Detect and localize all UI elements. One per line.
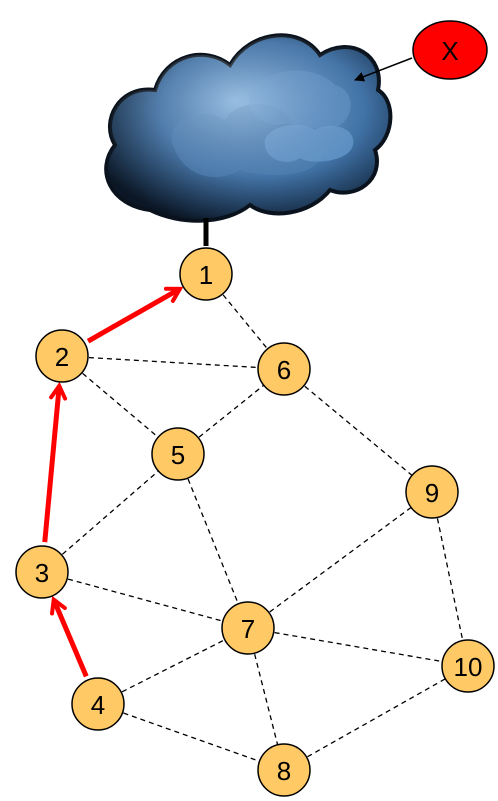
path-arrow-4-3	[50, 595, 89, 678]
link-7-10	[247, 627, 469, 667]
node-label: 4	[91, 690, 105, 720]
node-label: 6	[277, 355, 291, 385]
external-node-x: X	[412, 20, 488, 80]
cloud-icon	[104, 33, 393, 223]
link-3-5	[41, 453, 179, 573]
link-3-7	[41, 571, 249, 629]
link-7-8	[247, 627, 285, 771]
node-label: 1	[199, 260, 213, 290]
external-node-label: X	[441, 36, 458, 66]
node-label: 9	[425, 478, 439, 508]
node-2: 2	[35, 329, 89, 383]
node-5: 5	[151, 427, 205, 481]
node-label: 5	[171, 440, 185, 470]
link-7-9	[247, 491, 433, 629]
node-10: 10	[441, 639, 495, 693]
node-label: 7	[241, 614, 255, 644]
link-8-10	[283, 665, 469, 771]
external-arrow	[354, 57, 413, 82]
node-9: 9	[405, 465, 459, 519]
link-2-6	[61, 355, 285, 370]
network-nodes: 1 2 3 4 5 6 7 8 9 10	[15, 247, 495, 797]
routing-path	[42, 286, 184, 678]
node-8: 8	[257, 743, 311, 797]
link-4-7	[97, 627, 249, 705]
link-6-9	[283, 368, 433, 493]
node-label: 3	[35, 558, 49, 588]
link-9-10	[431, 491, 469, 667]
path-arrow-2-1	[86, 286, 184, 344]
node-3: 3	[15, 545, 69, 599]
node-6: 6	[257, 342, 311, 396]
node-4: 4	[71, 677, 125, 731]
node-label: 10	[454, 652, 483, 682]
link-5-7	[177, 453, 249, 629]
node-1: 1	[179, 247, 233, 301]
path-arrow-3-2	[42, 381, 68, 543]
node-label: 8	[277, 756, 291, 786]
link-4-8	[97, 703, 285, 771]
node-label: 2	[55, 342, 69, 372]
node-7: 7	[221, 601, 275, 655]
